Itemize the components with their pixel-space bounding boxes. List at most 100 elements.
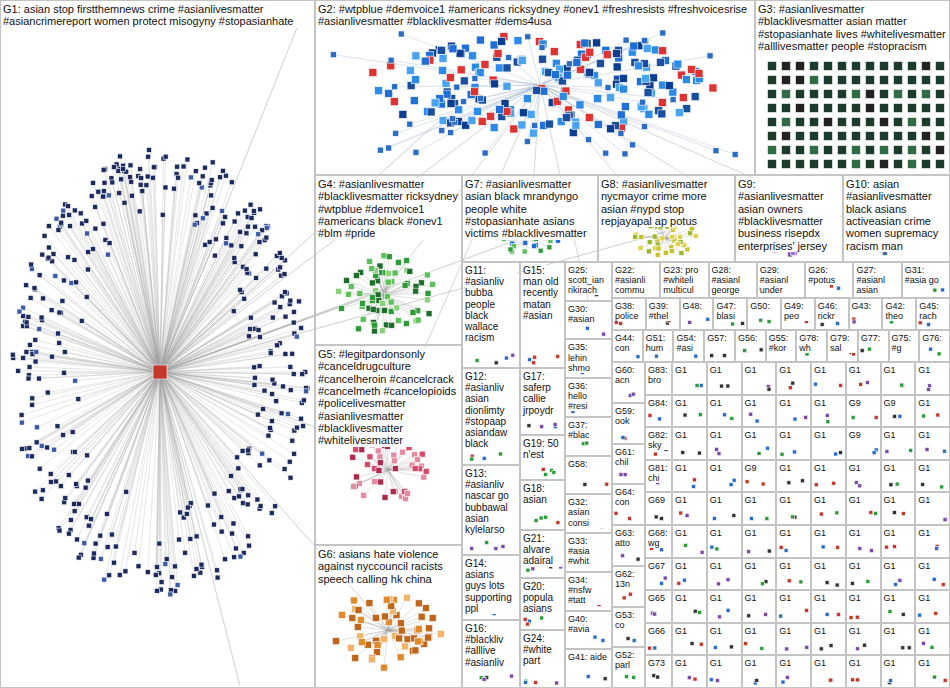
vertex-icon bbox=[555, 681, 559, 685]
network-link bbox=[82, 321, 160, 372]
network-link bbox=[160, 372, 306, 391]
vertex-icon bbox=[824, 104, 833, 113]
vertex-icon bbox=[68, 517, 73, 522]
network-link bbox=[93, 372, 160, 558]
vertex-icon bbox=[392, 84, 398, 90]
vertex-icon bbox=[219, 529, 224, 534]
vertex-icon bbox=[287, 459, 292, 464]
network-link bbox=[64, 372, 160, 374]
vertex-icon bbox=[153, 572, 158, 577]
vertex-icon bbox=[768, 160, 777, 169]
vertex-icon bbox=[926, 387, 930, 391]
vertex-icon bbox=[288, 475, 293, 480]
vertex-icon bbox=[532, 361, 536, 365]
network-link bbox=[23, 316, 160, 372]
vertex-icon bbox=[628, 517, 632, 521]
network-link bbox=[114, 372, 160, 563]
vertex-icon bbox=[235, 211, 240, 216]
vertex-icon bbox=[698, 413, 702, 417]
network-link bbox=[540, 41, 646, 85]
vertex-icon bbox=[396, 635, 403, 642]
vertex-icon bbox=[659, 47, 667, 55]
vertex-icon bbox=[518, 56, 526, 64]
vertex-icon bbox=[212, 491, 217, 496]
vertex-icon bbox=[810, 62, 819, 71]
vertex-icon bbox=[140, 189, 145, 194]
vertex-icon bbox=[74, 280, 79, 285]
vertex-icon bbox=[197, 181, 202, 186]
network-link bbox=[160, 234, 258, 372]
vertex-icon bbox=[104, 511, 109, 516]
vertex-icon bbox=[596, 59, 604, 67]
vertex-icon bbox=[576, 101, 584, 109]
network-link bbox=[95, 207, 160, 372]
vertex-icon bbox=[659, 517, 663, 521]
vertex-icon bbox=[60, 298, 65, 303]
vertex-icon bbox=[405, 490, 411, 496]
vertex-icon bbox=[438, 46, 446, 54]
vertex-icon bbox=[796, 118, 805, 127]
vertex-icon bbox=[880, 118, 889, 127]
vertex-icon bbox=[361, 492, 367, 498]
vertex-icon bbox=[397, 620, 404, 627]
vertex-icon bbox=[76, 555, 81, 560]
vertex-icon bbox=[240, 448, 245, 453]
vertex-icon bbox=[478, 117, 486, 125]
vertex-icon bbox=[545, 120, 553, 128]
vertex-icon bbox=[117, 572, 122, 577]
vertex-icon bbox=[852, 146, 861, 155]
vertex-icon bbox=[583, 482, 587, 486]
network-link bbox=[29, 372, 160, 378]
vertex-icon bbox=[838, 76, 847, 85]
network-link bbox=[60, 372, 160, 531]
vertex-icon bbox=[372, 328, 378, 334]
vertex-icon bbox=[257, 364, 262, 369]
vertex-icon bbox=[257, 335, 262, 340]
vertex-icon bbox=[257, 463, 262, 468]
vertex-icon bbox=[468, 52, 476, 60]
vertex-icon bbox=[424, 297, 430, 303]
network-link bbox=[388, 603, 419, 630]
vertex-icon bbox=[353, 272, 359, 278]
vertex-icon bbox=[648, 646, 652, 650]
vertex-icon bbox=[278, 265, 283, 270]
vertex-icon bbox=[880, 76, 889, 85]
vertex-icon bbox=[759, 348, 763, 352]
vertex-icon bbox=[292, 451, 297, 456]
vertex-icon bbox=[26, 376, 31, 381]
vertex-icon bbox=[669, 248, 674, 253]
vertex-icon bbox=[181, 164, 186, 169]
vertex-layer bbox=[10, 30, 947, 685]
vertex-icon bbox=[508, 247, 513, 252]
vertex-icon bbox=[457, 66, 465, 74]
vertex-icon bbox=[279, 411, 284, 416]
vertex-icon bbox=[170, 575, 175, 580]
vertex-icon bbox=[619, 85, 627, 93]
vertex-icon bbox=[200, 174, 205, 179]
vertex-icon bbox=[665, 82, 673, 90]
vertex-icon bbox=[232, 255, 237, 260]
vertex-icon bbox=[53, 273, 58, 278]
vertex-icon bbox=[936, 104, 945, 113]
vertex-icon bbox=[410, 97, 418, 105]
network-link bbox=[160, 183, 199, 372]
vertex-icon bbox=[204, 211, 209, 216]
vertex-icon bbox=[810, 146, 819, 155]
vertex-icon bbox=[619, 473, 623, 477]
vertex-icon bbox=[936, 132, 945, 141]
vertex-icon bbox=[421, 57, 429, 65]
vertex-icon bbox=[810, 104, 819, 113]
network-link bbox=[160, 372, 248, 504]
network-link bbox=[40, 275, 160, 372]
network-link bbox=[396, 85, 540, 133]
network-link bbox=[540, 85, 735, 154]
vertex-icon bbox=[366, 600, 373, 607]
vertex-icon bbox=[375, 292, 381, 298]
vertex-icon bbox=[429, 281, 435, 287]
vertex-icon bbox=[193, 169, 198, 174]
vertex-icon bbox=[24, 349, 29, 354]
vertex-icon bbox=[360, 316, 366, 322]
vertex-icon bbox=[119, 177, 124, 182]
network-link bbox=[32, 352, 160, 372]
vertex-icon bbox=[79, 318, 84, 323]
